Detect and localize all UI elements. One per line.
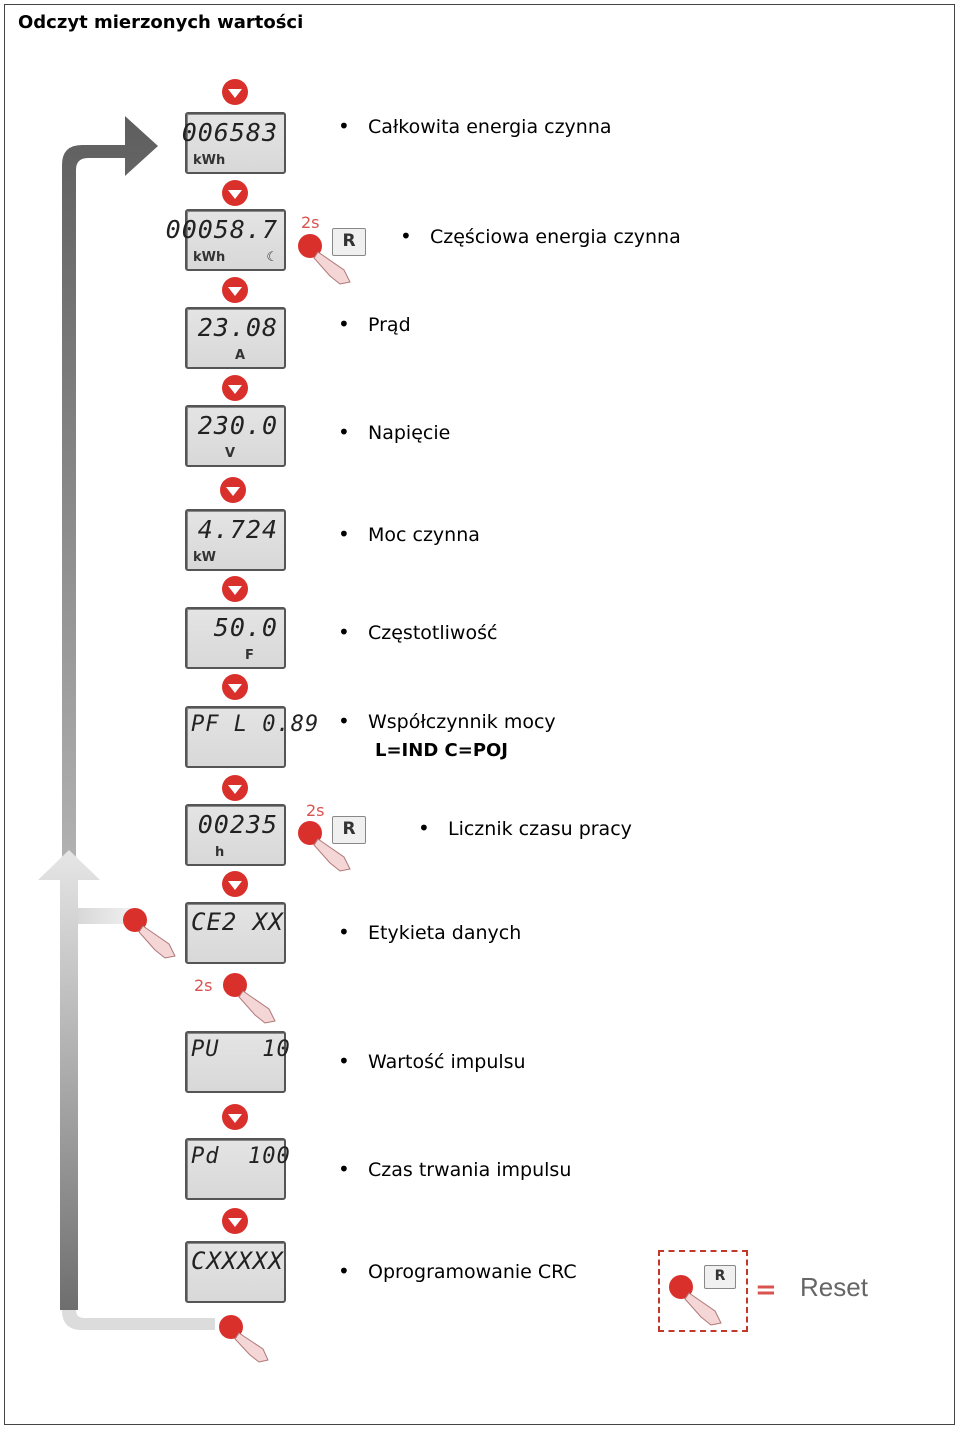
label-current: •Prąd	[338, 312, 411, 336]
label-active-power: •Moc czynna	[338, 522, 480, 546]
lcd-display-pulse-value: PU 10	[185, 1031, 290, 1093]
label-power-factor-legend: L=IND C=POJ	[375, 740, 509, 761]
lcd-display-power-factor: PF L 0.89	[185, 706, 318, 768]
r-button: R	[332, 228, 366, 256]
hand-icon	[238, 990, 276, 1024]
down-button-icon	[222, 180, 248, 206]
lcd-display-active-power: 4.724 kW	[185, 509, 286, 571]
label-voltage: •Napięcie	[338, 420, 451, 444]
hold-time-label: 2s	[301, 213, 320, 232]
lcd-display-data-label: CE2 XX	[185, 902, 286, 964]
label-total-energy: •Całkowita energia czynna	[338, 114, 612, 138]
press-button-icon	[123, 908, 147, 932]
lcd-display-run-hours: 00235 h	[185, 804, 286, 866]
reset-label: Reset	[800, 1272, 868, 1302]
hand-icon	[234, 1332, 269, 1363]
press-button-icon	[223, 973, 247, 997]
hand-icon	[313, 838, 351, 872]
page-title: Odczyt mierzonych wartości	[18, 12, 304, 33]
label-crc: •Oprogramowanie CRC	[338, 1259, 577, 1283]
r-button: R	[704, 1265, 736, 1289]
down-button-icon	[220, 477, 246, 503]
press-button-icon	[298, 821, 322, 845]
label-frequency: •Częstotliwość	[338, 620, 498, 644]
lcd-display-pulse-duration: Pd 100	[185, 1138, 290, 1200]
inner-loop-arrow	[38, 850, 100, 1310]
lcd-display-voltage: 230.0 V	[185, 405, 286, 467]
hold-time-label: 2s	[306, 801, 325, 820]
lcd-display-partial-energy: 00058.7 kWh ☾	[166, 209, 286, 271]
label-data-tag: •Etykieta danych	[338, 920, 522, 944]
down-button-icon	[222, 576, 248, 602]
lcd-display-frequency: 50.0 F	[185, 607, 286, 669]
press-button-icon	[219, 1315, 243, 1339]
lcd-display-crc: CXXXXX	[185, 1241, 286, 1303]
press-button-icon	[298, 234, 322, 258]
hand-icon	[684, 1292, 722, 1326]
down-button-icon	[222, 375, 248, 401]
press-button-icon	[669, 1275, 693, 1299]
label-pulse-duration: •Czas trwania impulsu	[338, 1157, 572, 1181]
lcd-display-current: 23.08 A	[185, 307, 286, 369]
hand-icon	[313, 251, 351, 285]
down-button-icon	[222, 79, 248, 105]
r-button: R	[332, 816, 366, 844]
label-partial-energy: •Częściowa energia czynna	[400, 224, 681, 248]
down-button-icon	[222, 871, 248, 897]
equals-sign: =	[755, 1275, 777, 1305]
down-button-icon	[222, 277, 248, 303]
hand-icon	[138, 925, 176, 959]
down-button-icon	[222, 674, 248, 700]
reset-legend-box	[658, 1250, 748, 1332]
lcd-display-total-energy: 006583 kWh	[182, 112, 286, 174]
figure-frame	[4, 4, 955, 1425]
label-run-hours: •Licznik czasu pracy	[418, 816, 632, 840]
down-button-icon	[222, 1208, 248, 1234]
hold-time-label: 2s	[194, 976, 213, 995]
down-button-icon	[222, 1104, 248, 1130]
label-pulse-value: •Wartość impulsu	[338, 1049, 526, 1073]
label-power-factor: •Współczynnik mocy	[338, 709, 556, 733]
down-button-icon	[222, 775, 248, 801]
